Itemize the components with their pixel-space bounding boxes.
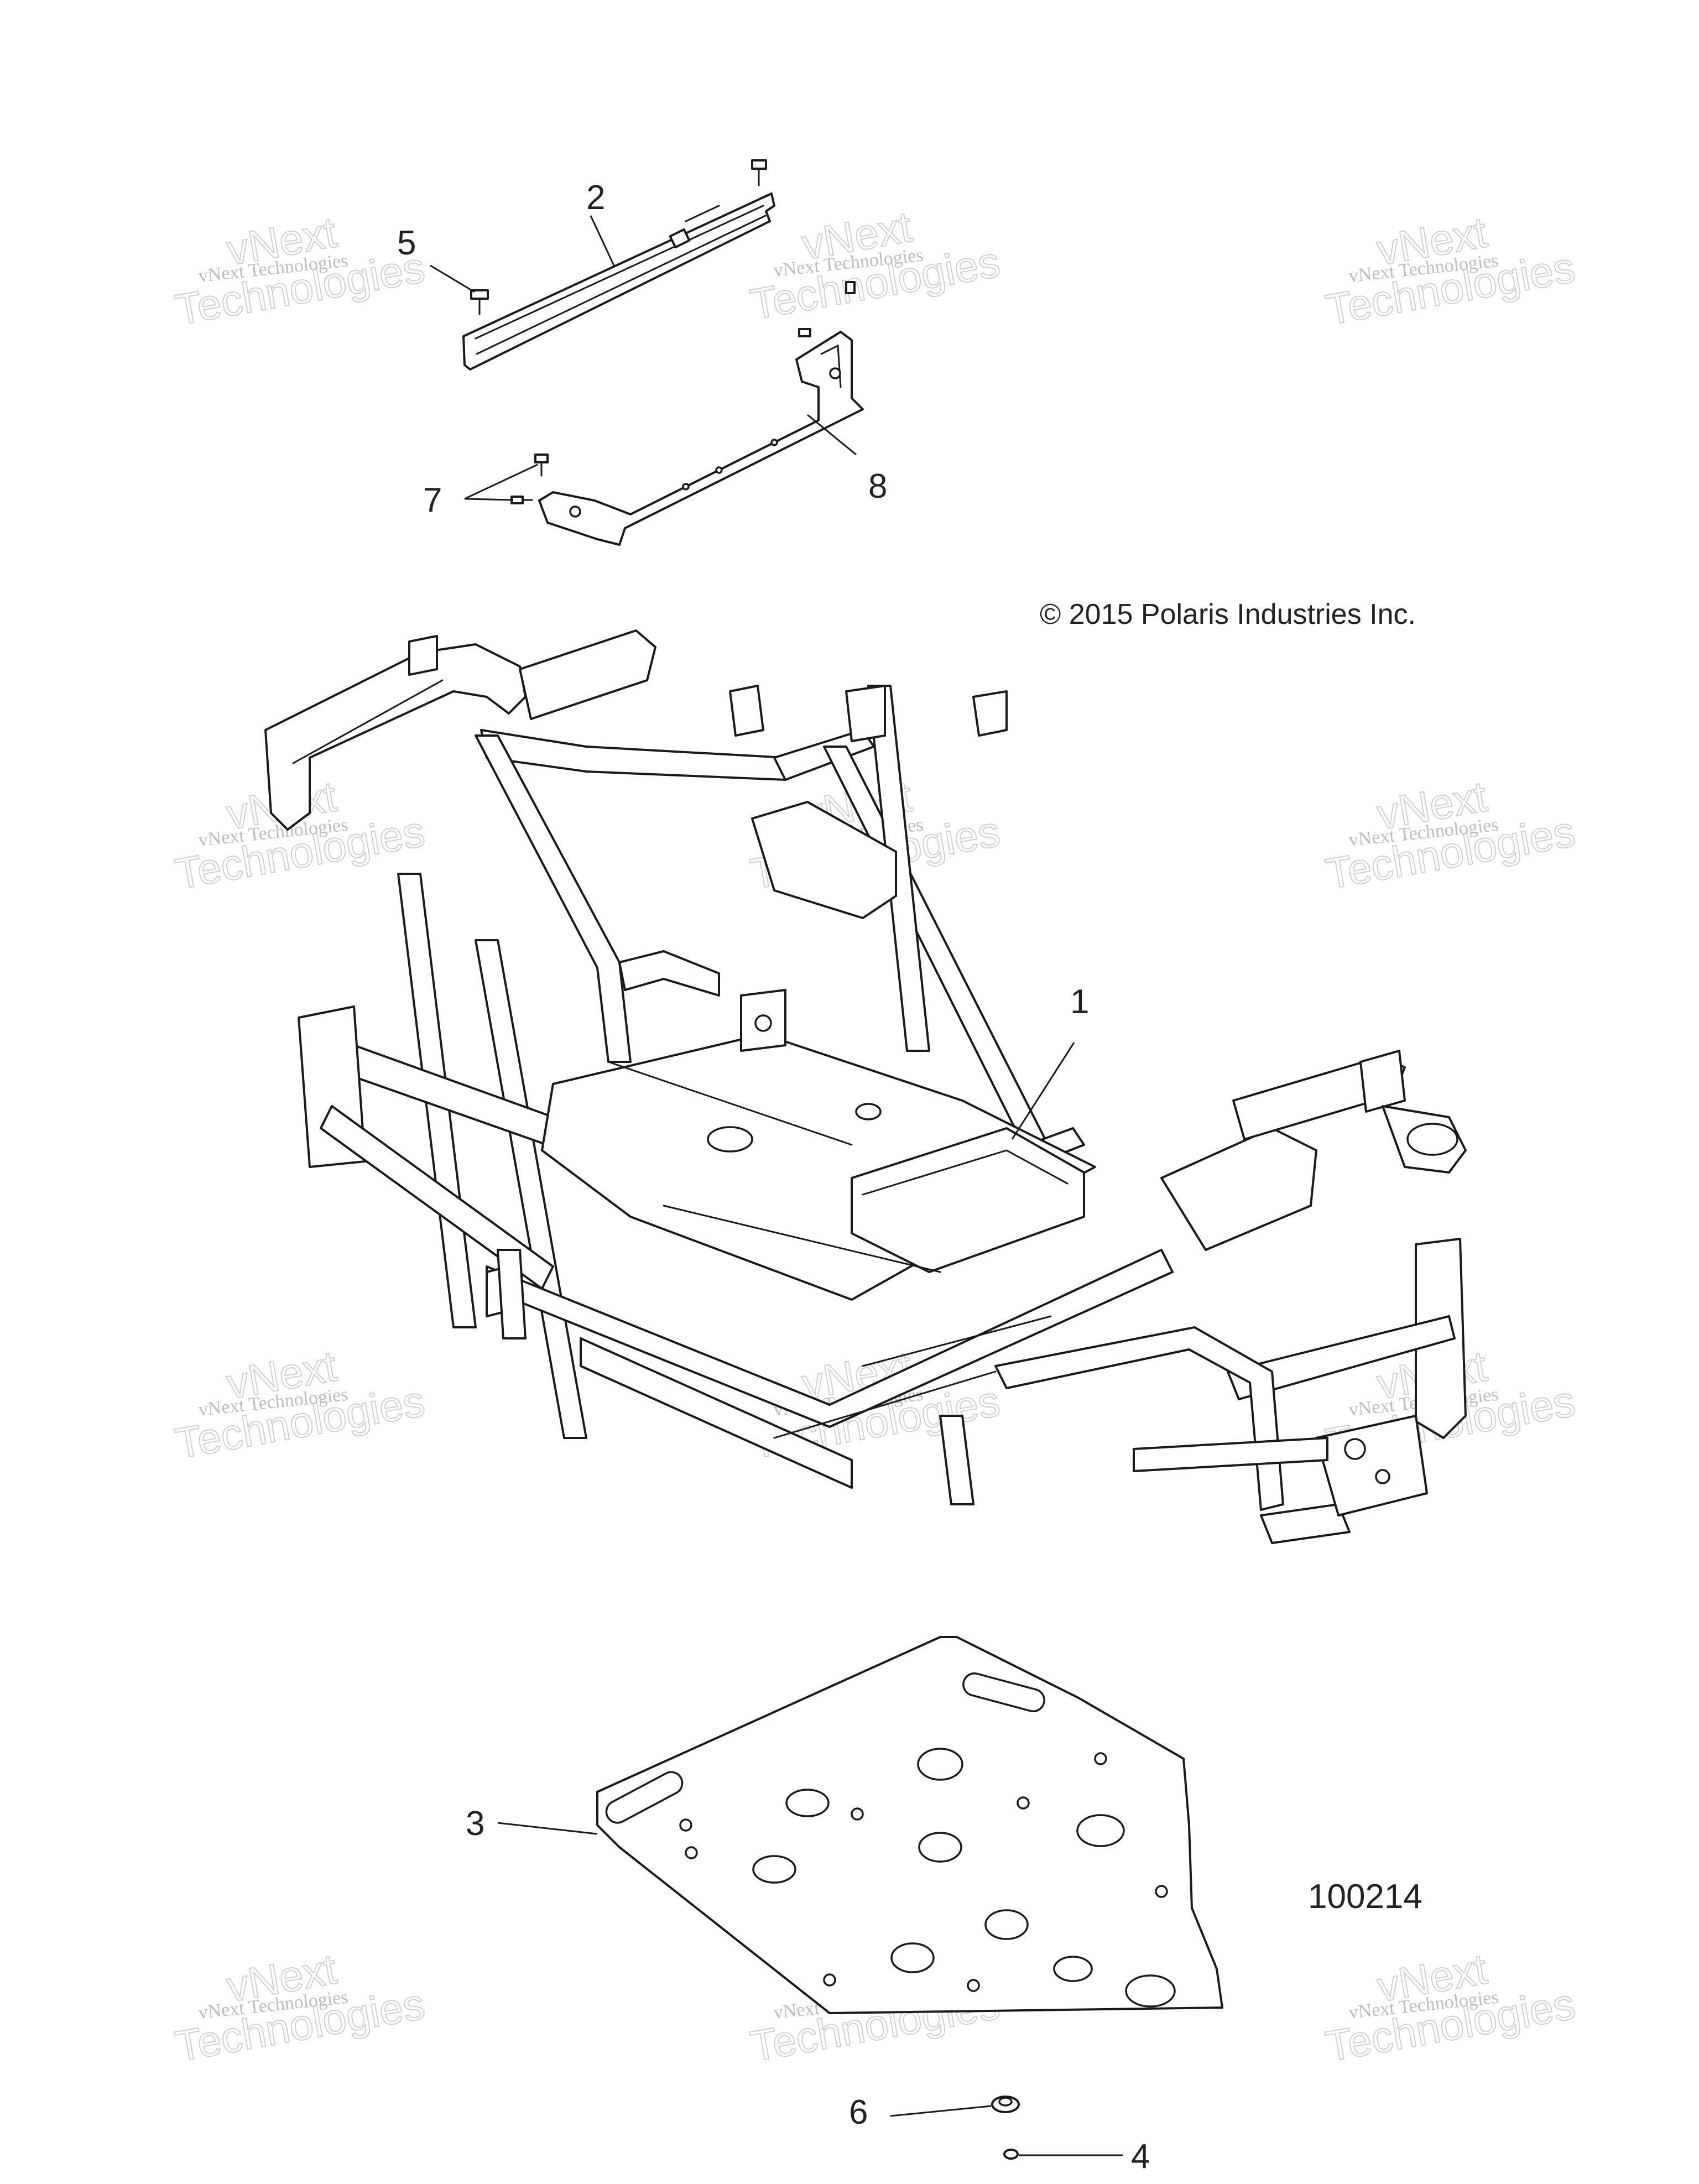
skid-plate-part xyxy=(596,1636,1223,2014)
watermark: vNext Technologies vNext Technologies xyxy=(171,1943,429,2071)
bracket-bar-part xyxy=(538,281,864,546)
screws-part xyxy=(510,454,549,504)
copyright-text: © 2015 Polaris Industries Inc. xyxy=(1040,598,1416,630)
vehicle-frame-part xyxy=(264,629,1467,1544)
watermark: vNext Technologies vNext Technologies xyxy=(1322,1943,1580,2071)
screw-part xyxy=(470,289,489,315)
callout-8: 8 xyxy=(868,467,887,505)
watermark: vNext Technologies vNext Technologies xyxy=(171,1341,429,1468)
callout-7: 7 xyxy=(423,481,442,519)
watermark: vNext Technologies vNext Technologies xyxy=(1322,207,1580,335)
callout-2: 2 xyxy=(586,179,605,217)
callout-1: 1 xyxy=(1070,983,1089,1021)
grommet-part xyxy=(991,2096,1020,2113)
fastener-part xyxy=(1003,2149,1019,2160)
figure-number: 100214 xyxy=(1308,1878,1422,1916)
watermark: vNext Technologies vNext Technologies xyxy=(171,207,429,335)
callout-4: 4 xyxy=(1131,2138,1150,2176)
callout-6: 6 xyxy=(849,2093,868,2131)
callout-leaders xyxy=(430,215,1123,2156)
callout-5: 5 xyxy=(397,224,416,262)
upper-rail-part xyxy=(462,159,775,371)
callout-3: 3 xyxy=(466,1805,484,1843)
watermark: vNext Technologies vNext Technologies xyxy=(747,201,1004,329)
watermark: vNext Technologies vNext Technologies xyxy=(1322,771,1580,899)
callout-labels: 2 5 7 8 1 3 6 4 xyxy=(397,179,1150,2176)
